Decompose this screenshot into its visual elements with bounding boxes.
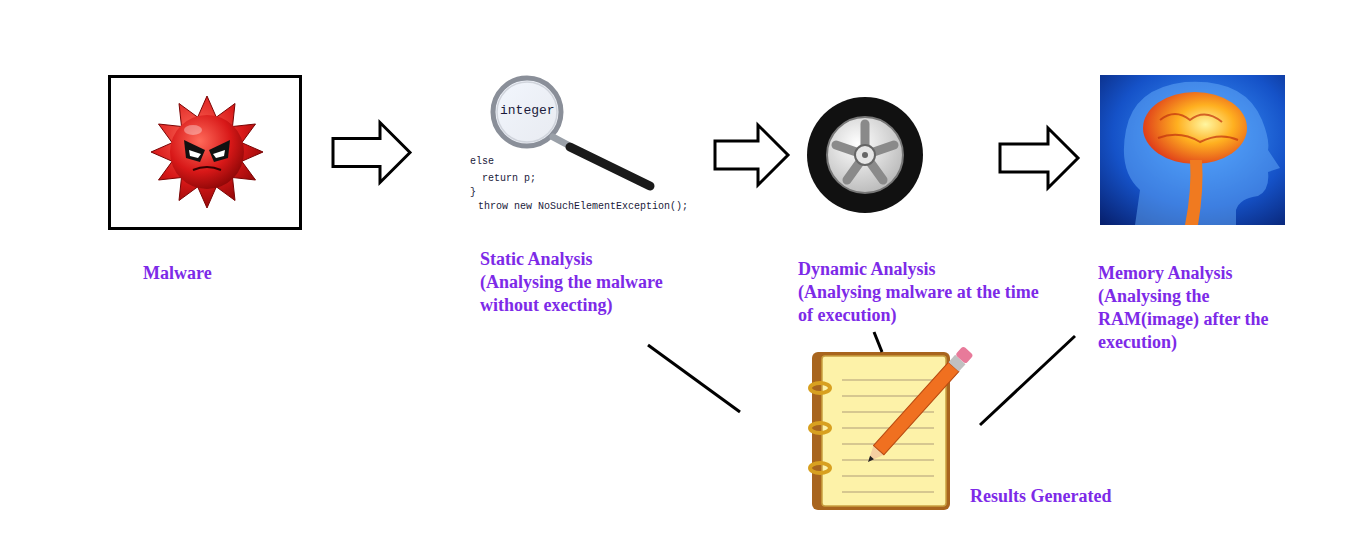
code-text: return p; bbox=[482, 173, 536, 184]
stage-title: Results Generated bbox=[970, 485, 1111, 508]
stage-description: (Analysing malware at the time of execut… bbox=[798, 281, 1046, 327]
node-caption: Malware bbox=[143, 262, 323, 285]
code-text: throw new NoSuchElementException(); bbox=[478, 201, 688, 212]
stage-title: Memory Analysis bbox=[1098, 262, 1302, 285]
magnifier-icon bbox=[493, 78, 650, 186]
node-caption: Results Generated bbox=[970, 485, 1111, 508]
node-caption: Static Analysis(Analysing the malware wi… bbox=[480, 248, 702, 317]
malware-box: Malware bbox=[108, 75, 302, 230]
results-node: Results Generated bbox=[805, 350, 955, 512]
connector-line bbox=[648, 345, 740, 412]
block-arrow bbox=[1000, 128, 1078, 188]
brain-icon bbox=[1100, 75, 1285, 225]
block-arrow bbox=[333, 123, 410, 183]
connector-line bbox=[980, 336, 1075, 425]
node-caption: Dynamic Analysis(Analysing malware at th… bbox=[798, 258, 1046, 327]
stage-description: (Analysing the RAM(image) after the exec… bbox=[1098, 285, 1302, 354]
stage-description: (Analysing the malware without execting) bbox=[480, 271, 702, 317]
code-text: } bbox=[470, 187, 476, 198]
analysis-stage: Memory Analysis(Analysing the RAM(image)… bbox=[1100, 75, 1285, 225]
code-text: integer bbox=[500, 104, 555, 118]
node-caption: Memory Analysis(Analysing the RAM(image)… bbox=[1098, 262, 1302, 354]
stage-title: Dynamic Analysis bbox=[798, 258, 1046, 281]
analysis-stage: Dynamic Analysis(Analysing malware at th… bbox=[806, 95, 924, 215]
tire-icon bbox=[807, 97, 923, 213]
virus-icon bbox=[151, 96, 263, 208]
block-arrow bbox=[715, 125, 788, 185]
code-text: else bbox=[470, 156, 494, 167]
analysis-stage: Static Analysis(Analysing the malware wi… bbox=[450, 88, 690, 218]
stage-title: Static Analysis bbox=[480, 248, 702, 271]
connector-line bbox=[874, 332, 882, 352]
stage-title: Malware bbox=[143, 262, 323, 285]
notepad-icon bbox=[810, 346, 974, 510]
